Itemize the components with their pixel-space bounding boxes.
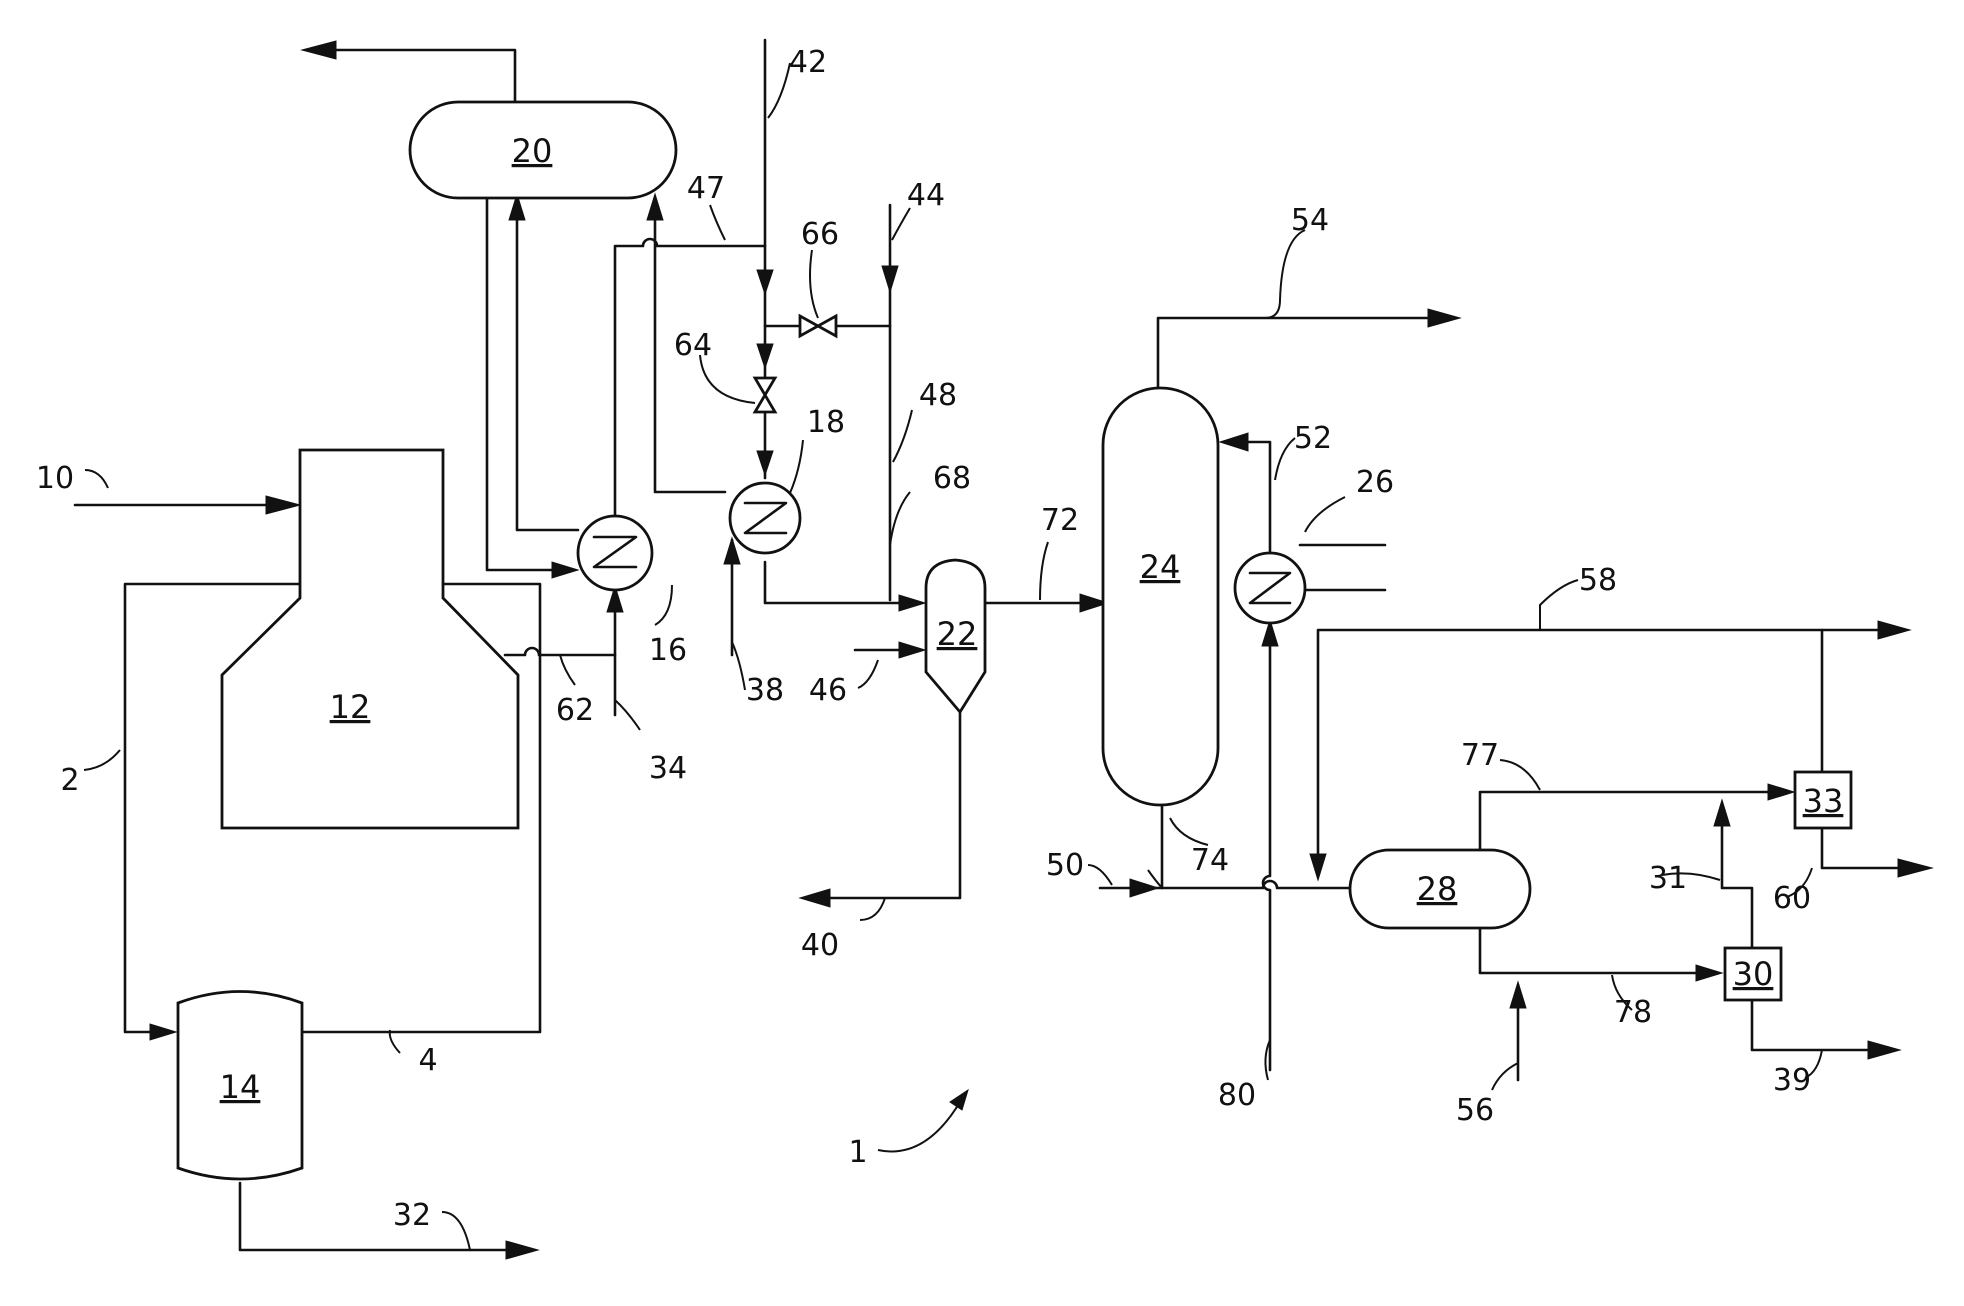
label-stream-4: 4 — [418, 1043, 437, 1078]
label-stream-42: 42 — [789, 45, 827, 80]
line-62 — [505, 648, 615, 655]
line-16-to-20 — [517, 198, 578, 530]
line-78 — [1480, 928, 1718, 973]
label-stream-74: 74 — [1191, 843, 1229, 878]
label-stream-50: 50 — [1046, 848, 1084, 883]
label-stream-46: 46 — [809, 673, 847, 708]
arrow-40 — [800, 889, 830, 907]
valve-66-icon — [800, 316, 836, 336]
label-stream-52: 52 — [1294, 421, 1332, 456]
arrow-78 — [1696, 965, 1722, 981]
label-stream-78: 78 — [1614, 995, 1652, 1030]
label-exchanger-16: 16 — [649, 633, 687, 668]
exchanger-26-icon — [1235, 553, 1305, 623]
label-stream-38: 38 — [746, 673, 784, 708]
line-77 — [1480, 792, 1790, 850]
line-16-top — [615, 239, 765, 518]
label-stream-58: 58 — [1579, 563, 1617, 598]
label-stream-10: 10 — [36, 461, 74, 496]
arrow-42-b — [757, 344, 773, 368]
arrow-31 — [1714, 800, 1730, 826]
arrow-42-c — [757, 451, 773, 475]
label-stream-64: 64 — [674, 328, 712, 363]
label-stream-77: 77 — [1461, 738, 1499, 773]
label-unit-33: 33 — [1803, 782, 1844, 820]
label-exchanger-26: 26 — [1356, 465, 1394, 500]
arrow-20-overhead — [302, 41, 336, 59]
arrow-39 — [1868, 1041, 1900, 1059]
label-unit-30: 30 — [1733, 955, 1774, 993]
arrow-58-out — [1878, 621, 1910, 639]
label-stream-54: 54 — [1291, 203, 1329, 238]
label-stream-56: 56 — [1456, 1093, 1494, 1128]
arrow-56 — [1510, 982, 1526, 1008]
arrow-52 — [1220, 433, 1248, 451]
label-unit-24: 24 — [1140, 548, 1181, 586]
label-stream-40: 40 — [801, 928, 839, 963]
label-stream-1: 1 — [848, 1135, 867, 1170]
label-stream-66: 66 — [801, 217, 839, 252]
label-stream-72: 72 — [1041, 503, 1079, 538]
label-stream-47: 47 — [687, 171, 725, 206]
arrow-42-a — [757, 270, 773, 294]
label-stream-60: 60 — [1773, 881, 1811, 916]
label-stream-80: 80 — [1218, 1078, 1256, 1113]
arrow-60 — [1898, 859, 1932, 877]
label-stream-62: 62 — [556, 693, 594, 728]
unit-24 — [1103, 388, 1218, 805]
label-stream-68: 68 — [933, 461, 971, 496]
label-stream-34: 34 — [649, 751, 687, 786]
label-stream-39: 39 — [1773, 1063, 1811, 1098]
line-54 — [1158, 318, 1455, 388]
equipment — [178, 102, 1851, 1179]
arrow-44 — [882, 266, 898, 292]
label-exchanger-18: 18 — [807, 405, 845, 440]
label-stream-2: 2 — [60, 763, 79, 798]
arrow-2 — [150, 1024, 176, 1040]
label-unit-14: 14 — [220, 1068, 261, 1106]
line-58 — [1318, 630, 1905, 870]
arrow-46 — [899, 642, 925, 658]
line-20-to-16 — [487, 198, 570, 570]
exchanger-16-icon — [578, 516, 652, 590]
arrow-54 — [1428, 309, 1460, 327]
label-stream-32: 32 — [393, 1198, 431, 1233]
arrow-18-to-22 — [899, 595, 925, 611]
valve-64-icon — [755, 378, 775, 412]
label-unit-28: 28 — [1417, 870, 1458, 908]
label-stream-48: 48 — [919, 378, 957, 413]
arrow-58-down — [1310, 854, 1326, 880]
line-40 — [808, 712, 960, 898]
line-80 — [1263, 618, 1270, 1070]
label-unit-20: 20 — [512, 132, 553, 170]
arrow-77 — [1768, 784, 1794, 800]
exchanger-18-icon — [730, 483, 800, 553]
arrow-18-to-20 — [647, 194, 663, 220]
label-stream-44: 44 — [907, 178, 945, 213]
line-20-overhead — [320, 50, 515, 102]
line-52 — [1225, 442, 1270, 558]
line-18-to-22 — [765, 562, 915, 603]
valves — [755, 316, 836, 412]
label-unit-12: 12 — [330, 688, 371, 726]
arrow-10 — [266, 496, 300, 514]
line-32 — [240, 1183, 520, 1250]
arrow-50 — [1130, 879, 1158, 897]
label-stream-31: 31 — [1649, 861, 1687, 896]
label-unit-22: 22 — [937, 615, 978, 653]
arrow-32 — [506, 1241, 538, 1259]
arrow-20-to-16 — [552, 562, 578, 578]
